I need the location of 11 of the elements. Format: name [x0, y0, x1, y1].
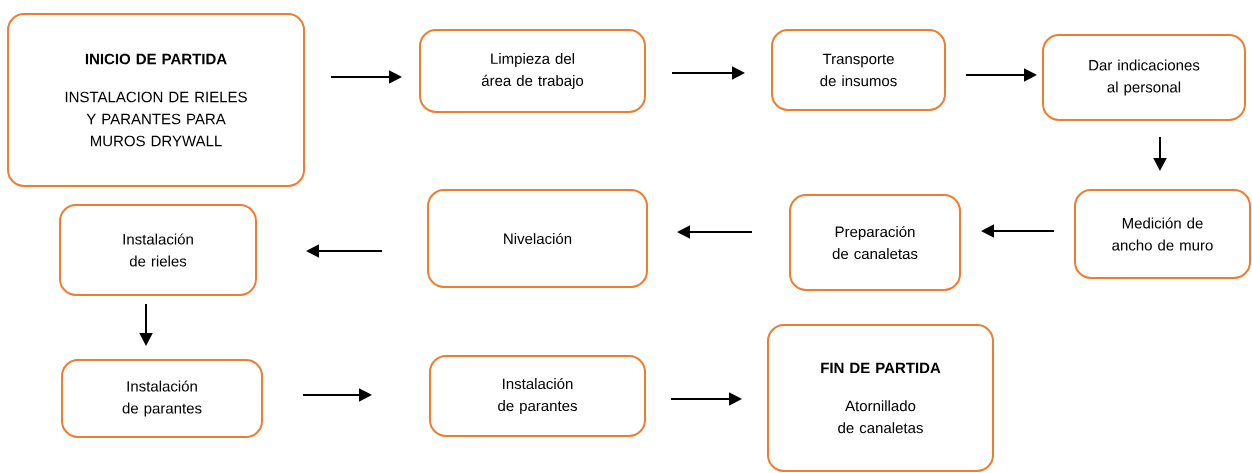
process-box: Dar indicaciones al personal — [1042, 34, 1246, 121]
process-box: Instalación de parantes — [429, 355, 646, 437]
process-box: Instalación de parantes — [61, 359, 263, 438]
process-box: Medición de ancho de muro — [1074, 189, 1251, 279]
process-box: Instalación de rieles — [59, 204, 257, 296]
process-box: Transporte de insumos — [771, 29, 946, 111]
process-box: INICIO DE PARTIDA INSTALACION DE RIELES Y PARANTES PARA MUROS DRYWALL — [7, 13, 305, 187]
process-box: Nivelación — [427, 189, 648, 288]
process-box: Preparación de canaletas — [789, 194, 961, 291]
process-box: Limpieza del área de trabajo — [419, 29, 646, 113]
process-box: FIN DE PARTIDA Atornillado de canaletas — [767, 324, 994, 472]
